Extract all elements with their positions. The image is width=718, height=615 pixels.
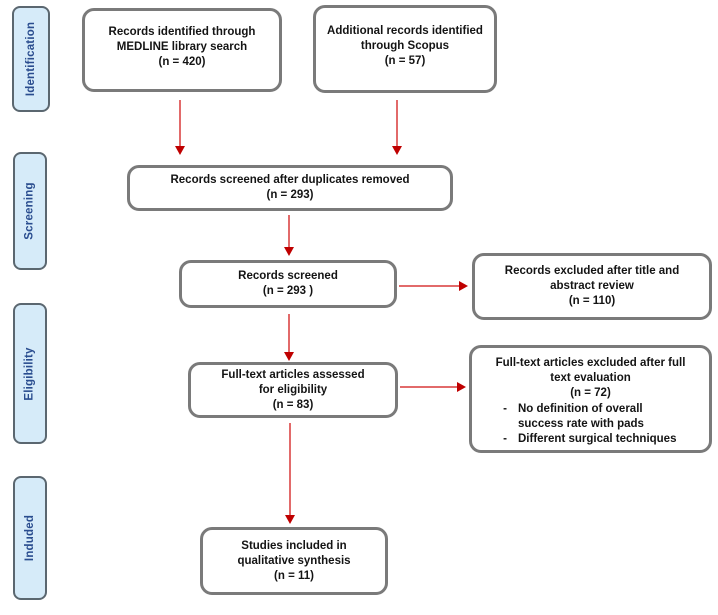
box-studies-included: Studies included in qualitative synthesi… xyxy=(200,527,388,595)
arrow-head-icon xyxy=(285,515,295,524)
arrow-fulltext-to-included xyxy=(285,423,295,524)
box-medline-line2: MEDLINE library search xyxy=(116,41,248,53)
arrow-screened-to-fulltext xyxy=(284,314,294,361)
box-screened-line1: Records screened xyxy=(238,270,338,282)
box-ft-excluded-line1: Full-text articles excluded after full xyxy=(495,356,686,369)
phase-eligibility: Eligibility xyxy=(13,303,47,444)
arrow-scopus-to-duplicates xyxy=(392,100,402,155)
arrow-head-icon xyxy=(459,281,468,291)
phase-included: Induded xyxy=(13,476,47,600)
bullet-dash: - xyxy=(503,432,507,445)
arrow-medline-to-duplicates xyxy=(175,100,185,155)
exclusion-reason-2-line1: Different surgical techniques xyxy=(518,432,677,445)
exclusion-reason-item: - Different surgical techniques xyxy=(472,432,709,447)
box-medline-line1: Records identified through xyxy=(108,26,256,38)
phase-screening: Screening xyxy=(13,152,47,270)
arrow-fulltext-to-excluded xyxy=(400,382,466,392)
phase-eligibility-label: Eligibility xyxy=(24,346,37,401)
box-fulltext-line2: for eligibility xyxy=(258,383,328,396)
box-included-line2: qualitative synthesis xyxy=(237,554,351,567)
box-duplicates-line1: Records screened after duplicates remove… xyxy=(170,174,410,186)
box-included-line1: Studies included in xyxy=(241,539,347,552)
box-fulltext-assessed: Full-text articles assessed for eligibil… xyxy=(188,362,398,418)
phase-identification: Identification xyxy=(12,6,50,112)
box-duplicates-count: (n = 293) xyxy=(266,189,314,201)
bullet-dash: - xyxy=(503,402,507,415)
box-excluded-ta-line2: abstract review xyxy=(550,280,634,292)
box-fulltext-line1: Full-text articles assessed xyxy=(221,368,365,381)
box-fulltext-count: (n = 83) xyxy=(272,398,314,411)
box-scopus-line1: Additional records identified xyxy=(327,25,483,37)
box-scopus-count: (n = 57) xyxy=(384,55,426,67)
exclusion-reason-1-line2: success rate with pads xyxy=(518,417,644,430)
box-excluded-ta-line1: Records excluded after title and xyxy=(504,265,680,277)
arrow-screened-to-excluded xyxy=(399,281,468,291)
box-fulltext-excluded: Full-text articles excluded after full t… xyxy=(469,345,712,453)
box-duplicates-removed: Records screened after duplicates remove… xyxy=(127,165,453,211)
arrow-head-icon xyxy=(457,382,466,392)
phase-screening-label: Screening xyxy=(24,182,36,240)
arrow-head-icon xyxy=(284,247,294,256)
box-ft-excluded-count: (n = 72) xyxy=(570,386,611,399)
box-screened-count: (n = 293 ) xyxy=(262,285,314,297)
box-scopus-records: Additional records identified through Sc… xyxy=(313,5,497,93)
box-excluded-title-abstract: Records excluded after title and abstrac… xyxy=(472,253,712,320)
arrow-duplicates-to-screened xyxy=(284,215,294,256)
phase-included-label: Induded xyxy=(24,514,36,562)
exclusion-reasons-list: - No definition of overall success rate … xyxy=(472,402,709,447)
box-records-screened: Records screened (n = 293 ) xyxy=(179,260,397,308)
arrow-head-icon xyxy=(175,146,185,155)
box-included-count: (n = 11) xyxy=(274,569,314,582)
phase-identification-label: Identification xyxy=(25,21,38,97)
arrow-head-icon xyxy=(284,352,294,361)
exclusion-reason-1-line1: No definition of overall xyxy=(518,402,643,415)
box-scopus-line2: through Scopus xyxy=(360,40,450,52)
exclusion-reason-item: - No definition of overall success rate … xyxy=(472,402,709,432)
box-medline-records: Records identified through MEDLINE libra… xyxy=(82,8,282,92)
arrow-head-icon xyxy=(392,146,402,155)
box-medline-count: (n = 420) xyxy=(158,56,206,68)
box-ft-excluded-line2: text evaluation xyxy=(550,371,631,384)
box-excluded-ta-count: (n = 110) xyxy=(568,295,616,307)
